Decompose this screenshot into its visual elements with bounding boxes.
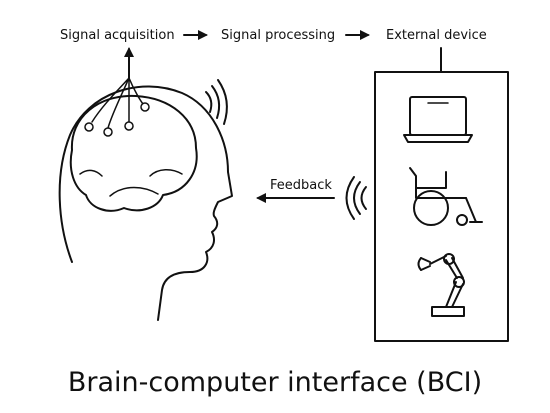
brain-folds [79,169,183,197]
wireless-waves-head-icon [205,79,228,125]
step-signal-acquisition: Signal acquisition [60,28,175,43]
wireless-waves-device-icon [345,176,367,220]
electrode [140,102,150,112]
device-panel [374,71,509,342]
brain [69,94,198,212]
robotic-arm-icon [417,253,465,317]
step-signal-processing: Signal processing [221,28,335,43]
step-external-device: External device [386,28,487,43]
electrode [103,127,113,137]
wheelchair-icon [409,167,483,226]
diagram-caption: Brain-computer interface (BCI) [68,367,482,398]
feedback-label: Feedback [270,178,332,193]
electrode [124,121,134,131]
head-outline [58,85,233,321]
laptop-icon [403,96,473,143]
electrodes [84,102,150,137]
electrode [84,122,94,132]
electrode-wires [91,77,144,129]
